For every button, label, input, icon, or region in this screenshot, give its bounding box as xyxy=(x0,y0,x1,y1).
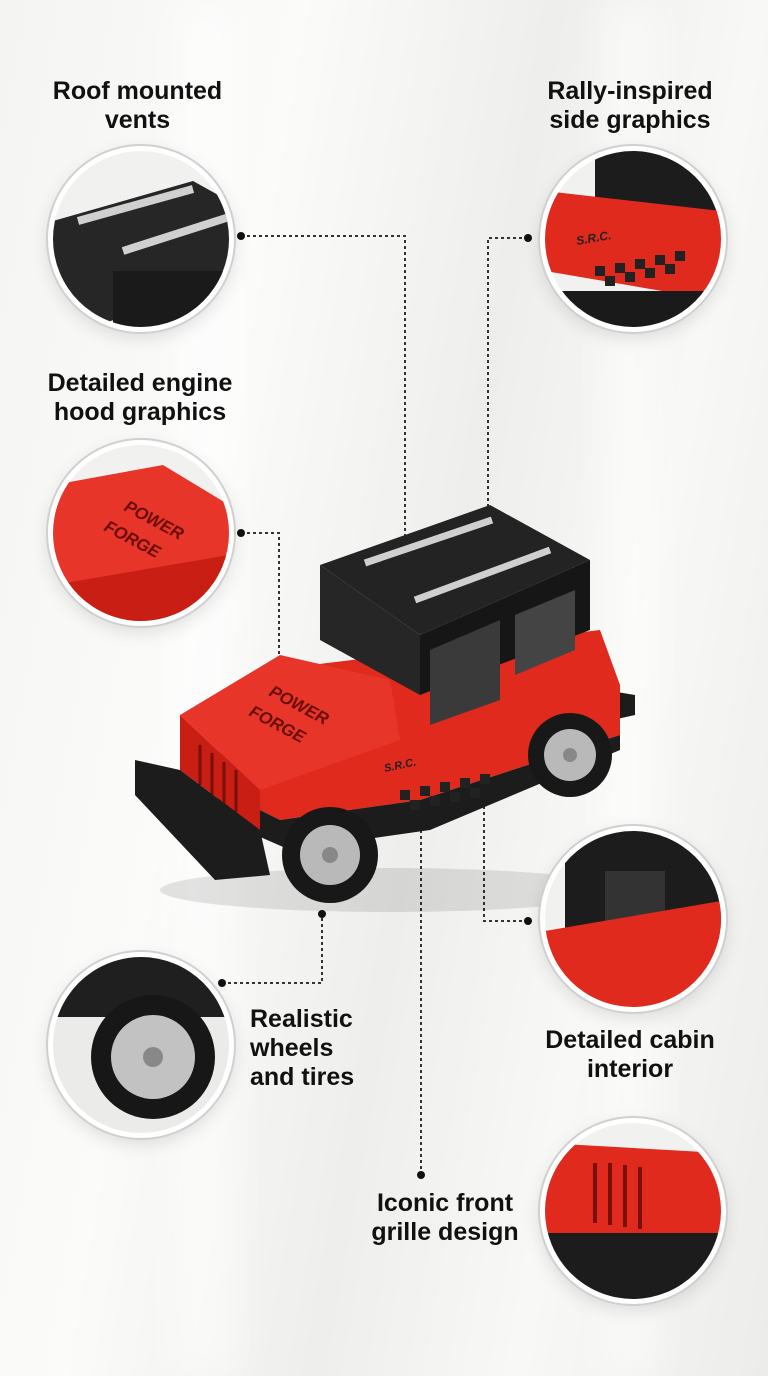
callout-dot xyxy=(318,910,326,918)
hood-graphics-closeup: POWER FORGE xyxy=(48,440,234,626)
wheels-label: Realistic wheels and tires xyxy=(250,1005,355,1091)
rear-wheel xyxy=(528,713,612,797)
callout-dot xyxy=(524,917,532,925)
front-grille-closeup xyxy=(540,1118,726,1304)
toy-jeep-image: POWER FORGE S.R.C. xyxy=(120,500,650,920)
cabin-label: Detailed cabin interior xyxy=(545,1026,715,1083)
side-graphics-closeup: S.R.C. xyxy=(540,146,726,332)
roof-vents-closeup xyxy=(48,146,234,332)
front-wheel xyxy=(282,807,378,903)
side-closeup-brand: S.R.C. xyxy=(575,228,612,248)
wheels-closeup xyxy=(48,952,234,1138)
callout-dot xyxy=(524,234,532,242)
callout-dot xyxy=(417,1171,425,1179)
callout-dot xyxy=(218,979,226,987)
grille-label: Iconic front grille design xyxy=(371,1189,519,1246)
hood-graphics-label: Detailed engine hood graphics xyxy=(47,369,233,426)
callout-dot xyxy=(237,232,245,240)
roof-vents-label: Roof mounted vents xyxy=(52,77,223,134)
callout-dot xyxy=(237,529,245,537)
cabin-interior-closeup xyxy=(540,826,726,1012)
side-graphics-label: Rally-inspired side graphics xyxy=(547,77,713,134)
